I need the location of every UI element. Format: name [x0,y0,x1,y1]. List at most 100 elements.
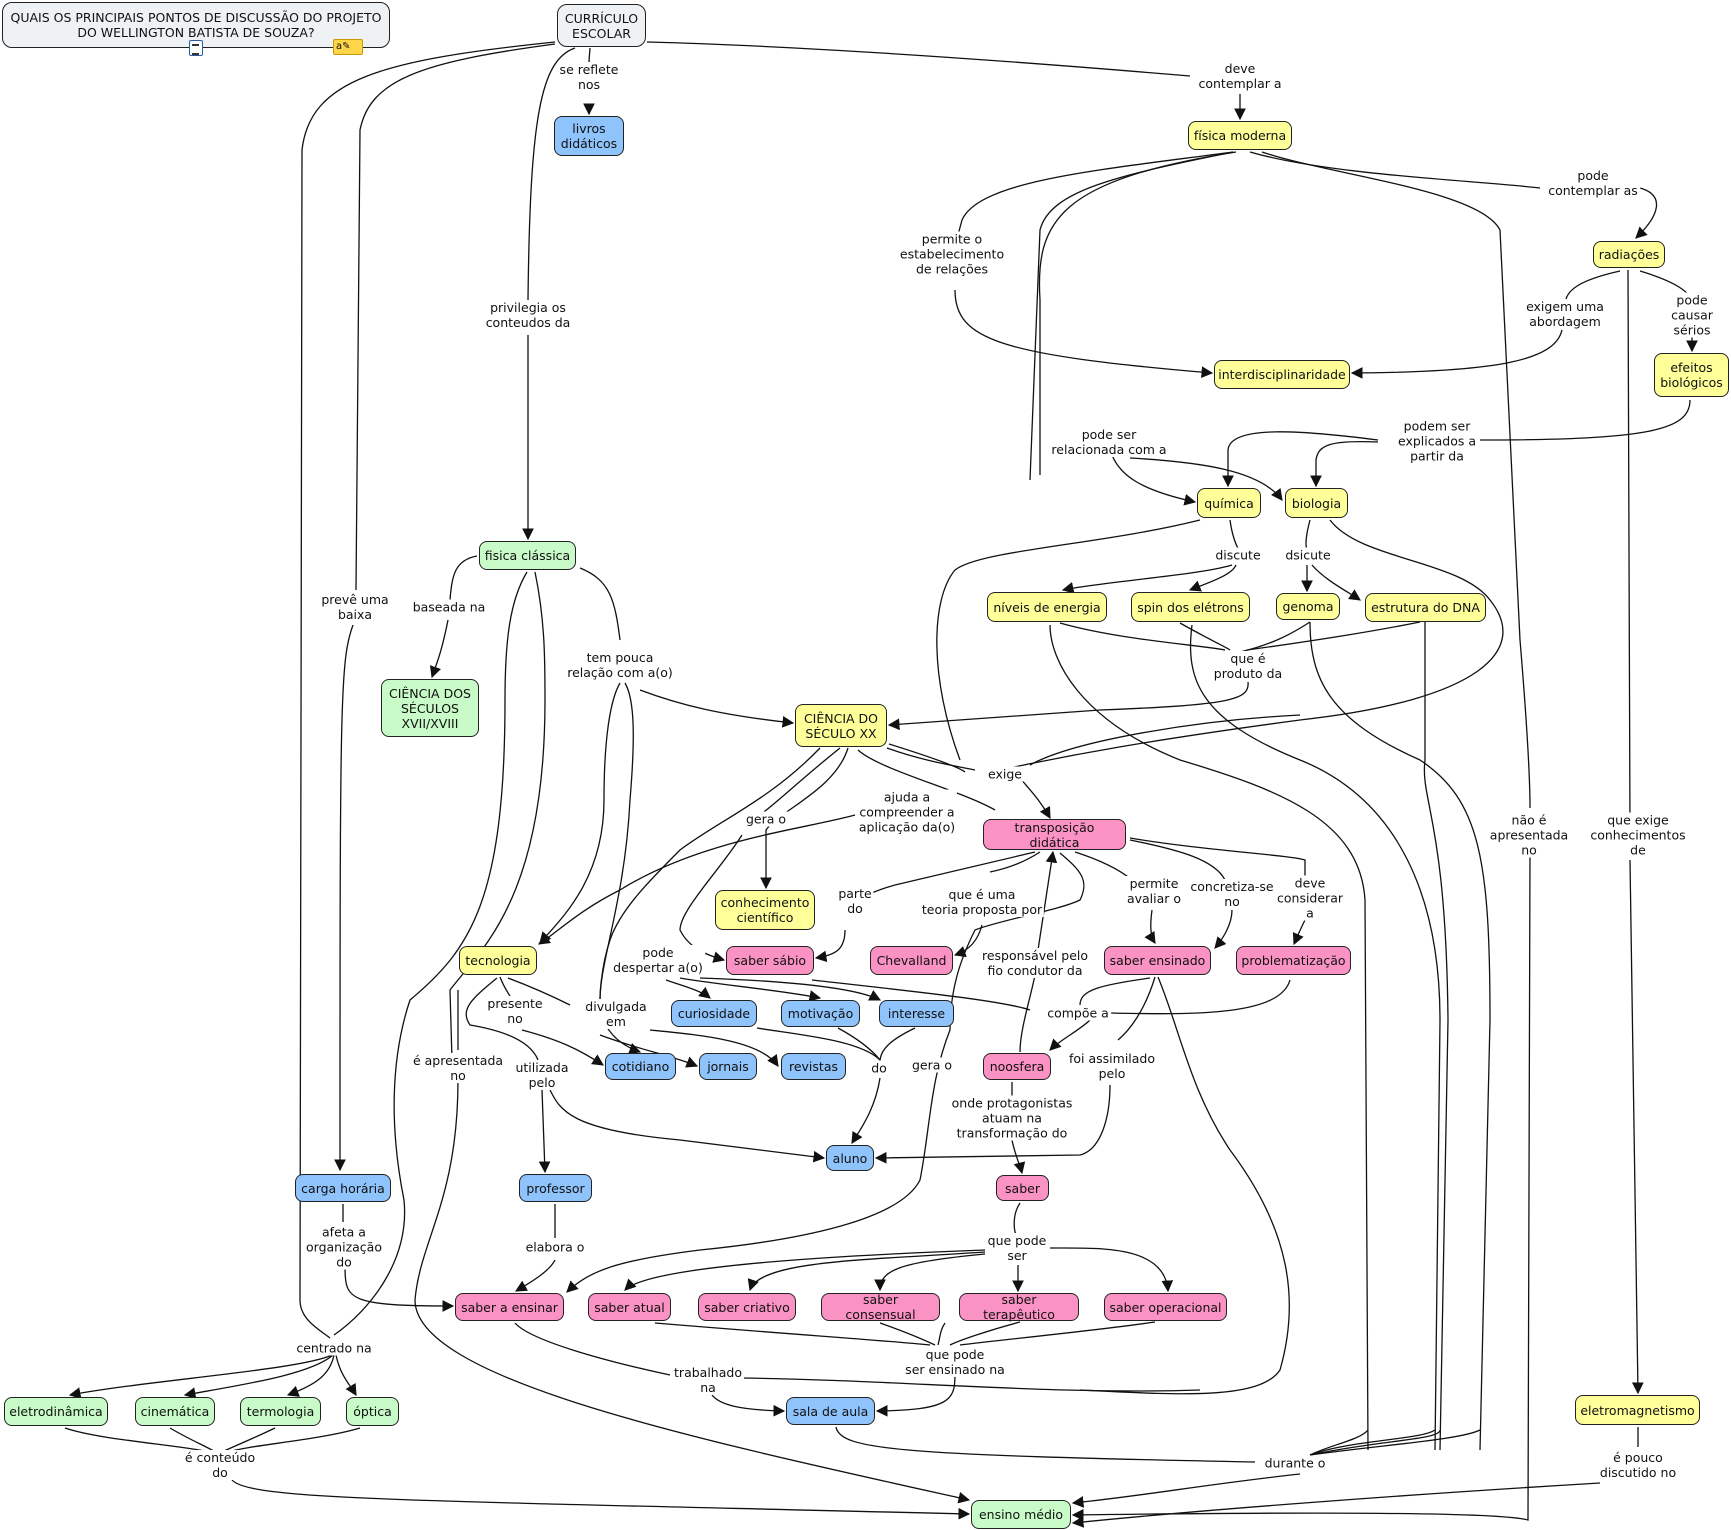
node-saber-atual[interactable]: saber atual [588,1293,671,1321]
link-preve-uma-baixa: prevê uma baixa [319,592,391,622]
edge [1129,457,1283,501]
node-carga-horaria[interactable]: carga horária [295,1174,391,1202]
edge [1049,624,1369,1451]
node-noosfera[interactable]: noosfera [983,1053,1051,1080]
node-motivacao[interactable]: motivação [781,1000,860,1027]
edge [1179,622,1231,651]
edge [879,1322,936,1346]
node-transposicao-didatica[interactable]: transposição didática [983,819,1126,850]
link-que-exige-conhecimentos: que exige conhecimentos de [1588,812,1688,858]
link-utilizada-pelo: utilizada pelo [513,1060,571,1090]
node-saber[interactable]: saber [996,1175,1049,1201]
node-spin-dos-eletrons[interactable]: spin dos elétrons [1131,592,1250,622]
edge [624,1249,986,1291]
edge [514,1322,671,1376]
edge [449,555,478,601]
edge [221,1427,276,1453]
annotation-note-icon[interactable]: a✎ [333,39,363,55]
node-ciencia-seculo-xx[interactable]: CIÊNCIA DO SÉCULO XX [795,704,887,747]
node-ensino-medio[interactable]: ensino médio [971,1500,1071,1529]
edge [1019,974,1036,1053]
edge [1061,564,1233,594]
edge [1311,564,1361,601]
edge [549,1089,826,1163]
node-professor[interactable]: professor [519,1174,592,1202]
node-termologia[interactable]: termologia [240,1397,321,1426]
node-conhecimento-cientifico[interactable]: conhecimento científico [715,890,815,930]
link-baseada-na: baseada na [410,599,488,615]
link-afeta-a-organizacao: afeta a organização do [304,1224,384,1270]
node-curriculo-escolar[interactable]: CURRÍCULO ESCOLAR [557,4,646,47]
node-optica[interactable]: óptica [346,1397,399,1426]
node-interdisciplinaridade[interactable]: interdisciplinaridade [1214,360,1350,389]
edge [1423,622,1449,1451]
node-revistas[interactable]: revistas [781,1053,846,1080]
link-gera-o-2: gera o [909,1057,955,1073]
node-saber-terapeutico[interactable]: saber terapêutico [959,1292,1079,1322]
node-livros-didaticos[interactable]: livros didáticos [554,116,624,156]
node-radiacoes[interactable]: radiações [1593,241,1665,268]
node-cinematica[interactable]: cinemática [135,1397,215,1426]
edge [1246,621,1421,651]
node-tecnologia[interactable]: tecnologia [459,946,537,975]
edge [1292,919,1306,946]
node-quimica[interactable]: química [1197,488,1261,518]
edge [599,747,821,1001]
link-que-pode-ser-ensinado: que pode ser ensinado na [903,1347,1007,1377]
node-niveis-de-energia[interactable]: níveis de energia [987,592,1107,622]
edge [1071,1482,1601,1528]
link-parte-do: parte do [836,886,874,916]
link-e-apresentada-no: é apresentada no [410,1053,506,1083]
node-ciencia-seculos-xvii-xviii[interactable]: CIÊNCIA DOS SÉCULOS XVII/XVIII [381,679,479,737]
node-saber-consensual[interactable]: saber consensual [821,1292,940,1322]
node-efeitos-biologicos[interactable]: efeitos biológicos [1654,353,1729,397]
node-biologia[interactable]: biologia [1285,488,1348,518]
edge [1071,1473,1301,1508]
link-elabora-o: elabora o [523,1239,587,1255]
edge [851,1077,881,1144]
focus-question-box[interactable]: QUAIS OS PRINCIPAIS PONTOS DE DISCUSSÃO … [2,2,390,48]
node-chevalland[interactable]: Chevalland [870,946,953,975]
node-genoma[interactable]: genoma [1276,593,1340,620]
edge [888,743,966,773]
edge [1629,859,1644,1395]
node-saber-sabio[interactable]: saber sábio [726,946,814,975]
node-curiosidade[interactable]: curiosidade [671,1000,757,1027]
node-fisica-moderna[interactable]: física moderna [1188,121,1292,150]
node-problematizacao[interactable]: problematização [1236,946,1351,975]
edge [887,681,1249,731]
node-aluno[interactable]: aluno [826,1145,874,1171]
node-saber-criativo[interactable]: saber criativo [698,1293,796,1321]
edge [814,929,846,963]
edge [1479,399,1691,441]
edge [1627,269,1631,831]
edge [1229,519,1239,549]
link-trabalhado-na: trabalhado na [672,1365,744,1395]
edge [333,571,528,1336]
document-image-icon[interactable] [189,40,203,56]
node-saber-ensinado[interactable]: saber ensinado [1104,946,1211,975]
edge [1261,151,1531,809]
node-fisica-classica[interactable]: fisica clássica [479,541,576,570]
node-saber-a-ensinar[interactable]: saber a ensinar [455,1293,564,1321]
edge [335,1354,357,1397]
edge [1019,777,1051,820]
node-sala-de-aula[interactable]: sala de aula [786,1397,875,1425]
link-gera-o-1: gera o [743,811,789,827]
edge [1079,977,1151,1006]
edge [1309,1429,1481,1456]
edge [1117,976,1156,1041]
edge [760,747,849,890]
link-nao-e-apresentada: não é apresentada no [1487,812,1571,858]
node-interesse[interactable]: interesse [879,1000,954,1027]
node-cotidiano[interactable]: cotidiano [605,1053,676,1080]
node-eletrodinamica[interactable]: eletrodinâmica [4,1397,108,1426]
node-saber-operacional[interactable]: saber operacional [1104,1293,1227,1321]
edge [1188,564,1237,592]
node-jornais[interactable]: jornais [699,1053,757,1080]
edge [599,1034,699,1068]
edge [566,852,1085,1293]
edge [68,1354,333,1399]
node-eletromagnetismo[interactable]: eletromagnetismo [1575,1395,1700,1425]
node-estrutura-do-dna[interactable]: estrutura do DNA [1365,593,1486,622]
